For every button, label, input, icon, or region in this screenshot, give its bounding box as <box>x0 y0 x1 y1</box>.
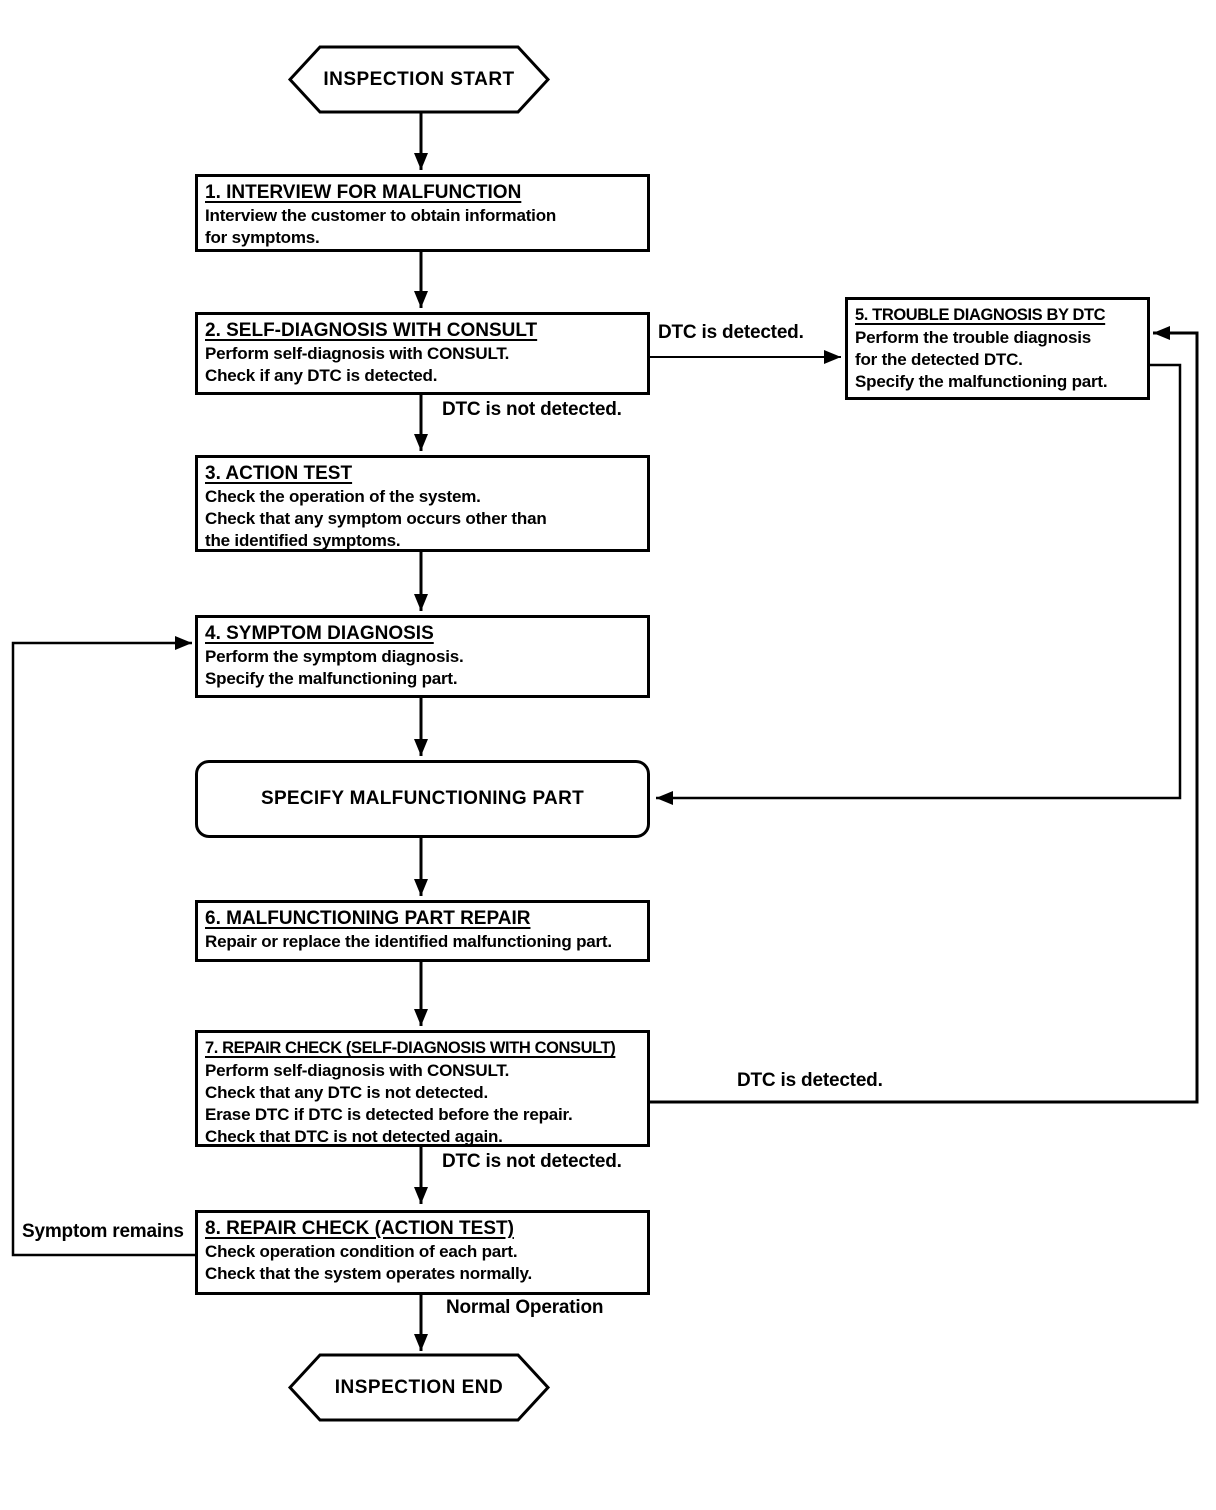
edge-label-dtc-detected-top: DTC is detected. <box>658 322 804 343</box>
step-body-line: for symptoms. <box>205 228 320 247</box>
step-body-line: Check that any DTC is not detected. <box>205 1083 488 1102</box>
step-6-title: 6. MALFUNCTIONING PART REPAIR <box>205 908 531 929</box>
step-body-line: Specify the malfunctioning part. <box>205 669 458 688</box>
edge-label-dtc-detected-bottom: DTC is detected. <box>737 1070 883 1091</box>
start-terminator-label: INSPECTION START <box>323 68 515 90</box>
end-terminator-label: INSPECTION END <box>334 1376 504 1398</box>
edge-label-dtc-not-detected-bottom: DTC is not detected. <box>442 1151 622 1172</box>
step-body-line: Specify the malfunctioning part. <box>855 372 1108 391</box>
step-1-box: 1. INTERVIEW FOR MALFUNCTION Interview t… <box>195 174 650 252</box>
step-body-line: Check that DTC is not detected again. <box>205 1127 503 1146</box>
step-body-line: Erase DTC if DTC is detected before the … <box>205 1105 573 1124</box>
step-7-box: 7. REPAIR CHECK (SELF-DIAGNOSIS WITH CON… <box>195 1030 650 1147</box>
step-4-box: 4. SYMPTOM DIAGNOSIS Perform the symptom… <box>195 615 650 698</box>
step-body-line: Check that the system operates normally. <box>205 1264 533 1283</box>
step-5-title: 5. TROUBLE DIAGNOSIS BY DTC <box>855 306 1106 324</box>
step-body-line: Perform self-diagnosis with CONSULT. <box>205 1061 510 1080</box>
step-body-line: Check that any symptom occurs other than <box>205 509 547 528</box>
step-body-line: Check operation condition of each part. <box>205 1242 518 1261</box>
step-3-title: 3. ACTION TEST <box>205 463 353 484</box>
step-7-title: 7. REPAIR CHECK (SELF-DIAGNOSIS WITH CON… <box>205 1039 616 1057</box>
step-4-title: 4. SYMPTOM DIAGNOSIS <box>205 623 434 644</box>
step-body-line: Perform self-diagnosis with CONSULT. <box>205 344 510 363</box>
step-6-box: 6. MALFUNCTIONING PART REPAIR Repair or … <box>195 900 650 962</box>
edge-label-normal-operation: Normal Operation <box>446 1297 604 1318</box>
step-body-line: Perform the symptom diagnosis. <box>205 647 464 666</box>
step-body-line: Interview the customer to obtain informa… <box>205 206 557 225</box>
arrow-step8-to-step4 <box>11 636 195 1257</box>
step-2-title: 2. SELF-DIAGNOSIS WITH CONSULT <box>205 320 538 341</box>
step-body-line: Check the operation of the system. <box>205 487 481 506</box>
start-terminator-shape <box>287 45 551 114</box>
step-body-line: the identified symptoms. <box>205 531 401 550</box>
arrow-step5-to-specify <box>656 363 1182 805</box>
edge-label-symptom-remains: Symptom remains <box>22 1221 184 1242</box>
step-2-box: 2. SELF-DIAGNOSIS WITH CONSULT Perform s… <box>195 312 650 395</box>
step-8-title: 8. REPAIR CHECK (ACTION TEST) <box>205 1218 514 1239</box>
step-3-box: 3. ACTION TEST Check the operation of th… <box>195 455 650 552</box>
step-body-line: Repair or replace the identified malfunc… <box>205 932 612 951</box>
step-body-line: Check if any DTC is detected. <box>205 366 438 385</box>
end-terminator-shape <box>287 1353 551 1422</box>
step-body-line: Perform the trouble diagnosis <box>855 328 1092 347</box>
specify-malfunctioning-part-box: SPECIFY MALFUNCTIONING PART <box>195 760 650 838</box>
step-1-title: 1. INTERVIEW FOR MALFUNCTION <box>205 182 522 203</box>
arrow-step7-to-step5 <box>650 326 1199 1104</box>
step-8-box: 8. REPAIR CHECK (ACTION TEST) Check oper… <box>195 1210 650 1295</box>
step-5-box: 5. TROUBLE DIAGNOSIS BY DTC Perform the … <box>845 297 1150 400</box>
step-body-line: for the detected DTC. <box>855 350 1023 369</box>
edge-label-dtc-not-detected-top: DTC is not detected. <box>442 399 622 420</box>
